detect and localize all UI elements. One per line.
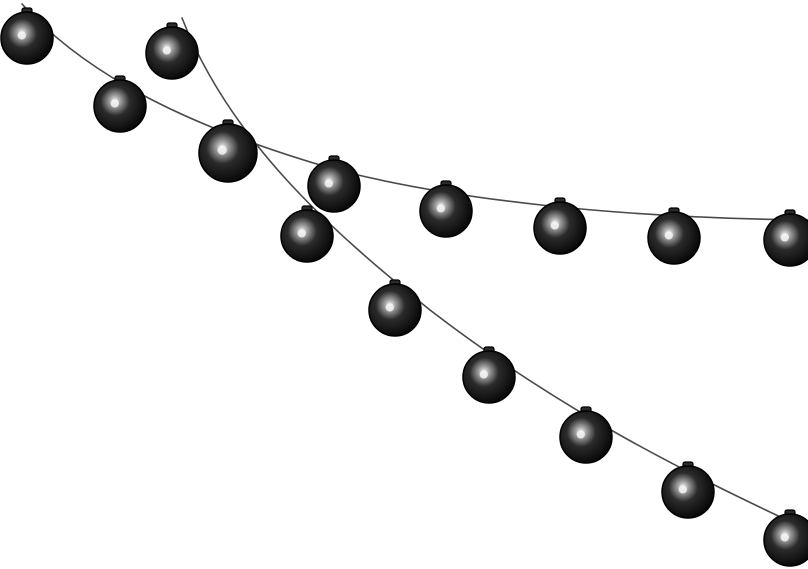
bulb-highlight: [110, 99, 119, 108]
bulb-globe: [280, 209, 334, 263]
upper-string-bulb: [307, 155, 361, 213]
upper-string-bulb: [198, 119, 258, 183]
bulb-globe: [198, 123, 258, 183]
bulb-globe: [462, 350, 516, 404]
bulb-globe: [559, 410, 613, 464]
bulb-highlight: [576, 430, 585, 439]
bulb-globe: [307, 159, 361, 213]
bulb-globe: [533, 201, 587, 255]
bulb-globe: [0, 11, 54, 65]
bulb-globe: [145, 26, 199, 80]
bulb-globe: [368, 283, 422, 337]
lower-string-bulb: [145, 22, 199, 80]
upper-string-bulb: [419, 180, 473, 238]
upper-string-bulb: [763, 209, 808, 267]
bulb-highlight: [324, 179, 333, 188]
bulb-highlight: [162, 46, 171, 55]
bulbs: [0, 7, 808, 567]
lower-string-bulb: [462, 346, 516, 404]
bulb-highlight: [678, 485, 687, 494]
lower-string-bulb: [763, 509, 808, 567]
bulb-highlight: [385, 303, 394, 312]
bulb-highlight: [780, 533, 789, 542]
bulb-highlight: [664, 231, 673, 240]
bulb-globe: [661, 465, 715, 519]
bulb-highlight: [217, 145, 227, 155]
lower-string-bulb: [661, 461, 715, 519]
lower-string-bulb: [280, 205, 334, 263]
upper-string-bulb: [0, 7, 54, 65]
bulb-highlight: [17, 31, 26, 40]
bulb-highlight: [550, 221, 559, 230]
upper-string-bulb: [93, 75, 147, 133]
bulb-globe: [419, 184, 473, 238]
bulb-highlight: [297, 229, 306, 238]
bulb-highlight: [780, 233, 789, 242]
bulb-globe: [647, 211, 701, 265]
bulb-globe: [93, 79, 147, 133]
upper-string-bulb: [647, 207, 701, 265]
bulb-highlight: [436, 204, 445, 213]
upper-string-bulb: [533, 197, 587, 255]
bulb-highlight: [479, 370, 488, 379]
lower-string-bulb: [559, 406, 613, 464]
lower-string-bulb: [368, 279, 422, 337]
